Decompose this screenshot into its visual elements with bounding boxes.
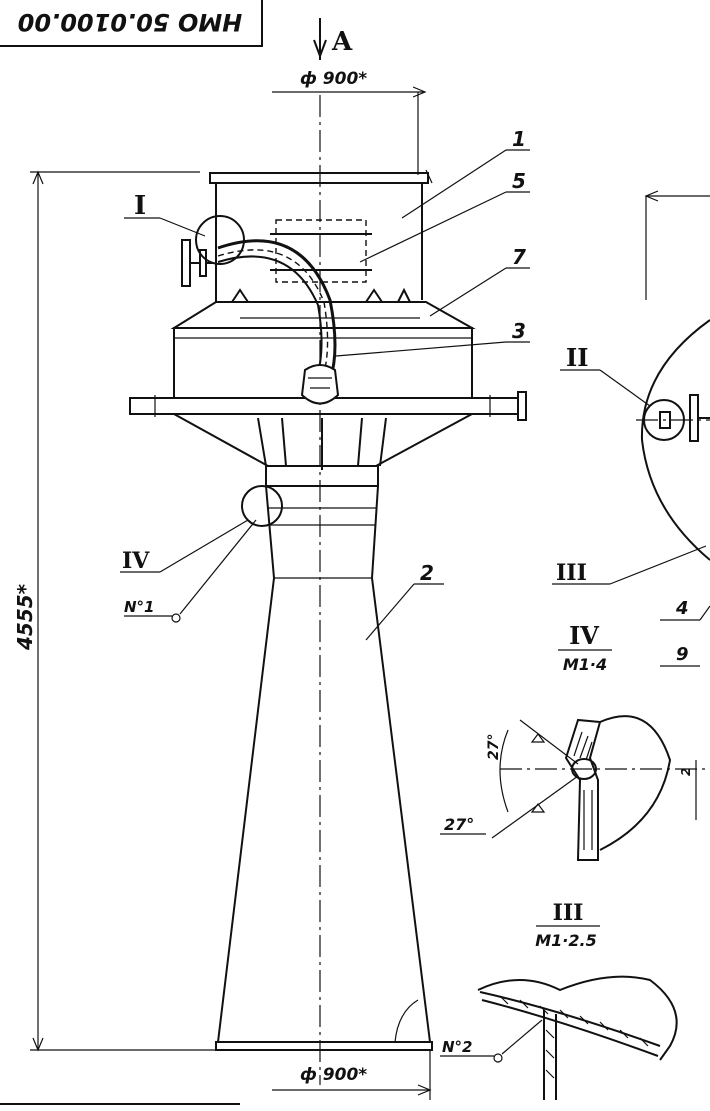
part-number-3: 3 (512, 319, 526, 343)
part-number-2: 2 (420, 561, 434, 585)
title-block-code: НМО 50.0100.00 (18, 8, 243, 36)
top-diameter-dimension: ф 900* (272, 69, 427, 175)
height-label: 4555* (13, 583, 37, 651)
part-number-1: 1 (512, 127, 526, 151)
detail-iv-heading: IV (569, 621, 599, 650)
height-dimension: 4555* (13, 170, 220, 1052)
part-number-4: 4 (675, 598, 689, 619)
detail-iii-drawing: N°2 (440, 975, 678, 1100)
weld-mark-n2: N°2 (442, 1038, 473, 1056)
detail-label-ii: II (566, 343, 588, 372)
part-number-7: 7 (512, 245, 526, 269)
side-view-partial: II III 4 9 (552, 190, 710, 667)
detail-iv-scale: M1·4 (563, 655, 607, 674)
weld-mark-n1: N°1 (124, 598, 155, 616)
detail-iv-drawing: 27° 27° 2 (440, 715, 710, 861)
detail-label-iii: III (556, 560, 587, 586)
bottom-diameter-label: ф 900* (300, 1065, 367, 1085)
view-a-marker: A (313, 18, 353, 60)
part-number-5: 5 (512, 169, 526, 193)
view-label: A (331, 27, 353, 57)
detail-iii-scale: M1·2.5 (535, 931, 596, 950)
title-block: НМО 50.0100.00 (0, 0, 263, 47)
detail-label-iv: IV (122, 548, 150, 574)
detail-label-i: I (134, 191, 146, 221)
bent-pipe (181, 215, 340, 405)
detail-iii-heading: III (553, 900, 584, 926)
part-number-9: 9 (676, 644, 689, 665)
callout-circle-iv (241, 485, 283, 527)
angle-upper-label: 27° (486, 734, 502, 760)
main-assembly (129, 169, 527, 1051)
angle-lower-label: 27° (444, 815, 474, 834)
part-callouts: 1 5 7 3 2 (335, 127, 530, 641)
detail-iv-title: IV M1·4 (558, 621, 612, 674)
detail-iii-title: III M1·2.5 (535, 900, 600, 950)
bottom-diameter-dimension: ф 900* (272, 1050, 432, 1100)
weld-gap-label: 2 (679, 768, 693, 776)
top-diameter-label: ф 900* (300, 69, 367, 89)
left-callouts: I IV N°1 (120, 191, 257, 623)
